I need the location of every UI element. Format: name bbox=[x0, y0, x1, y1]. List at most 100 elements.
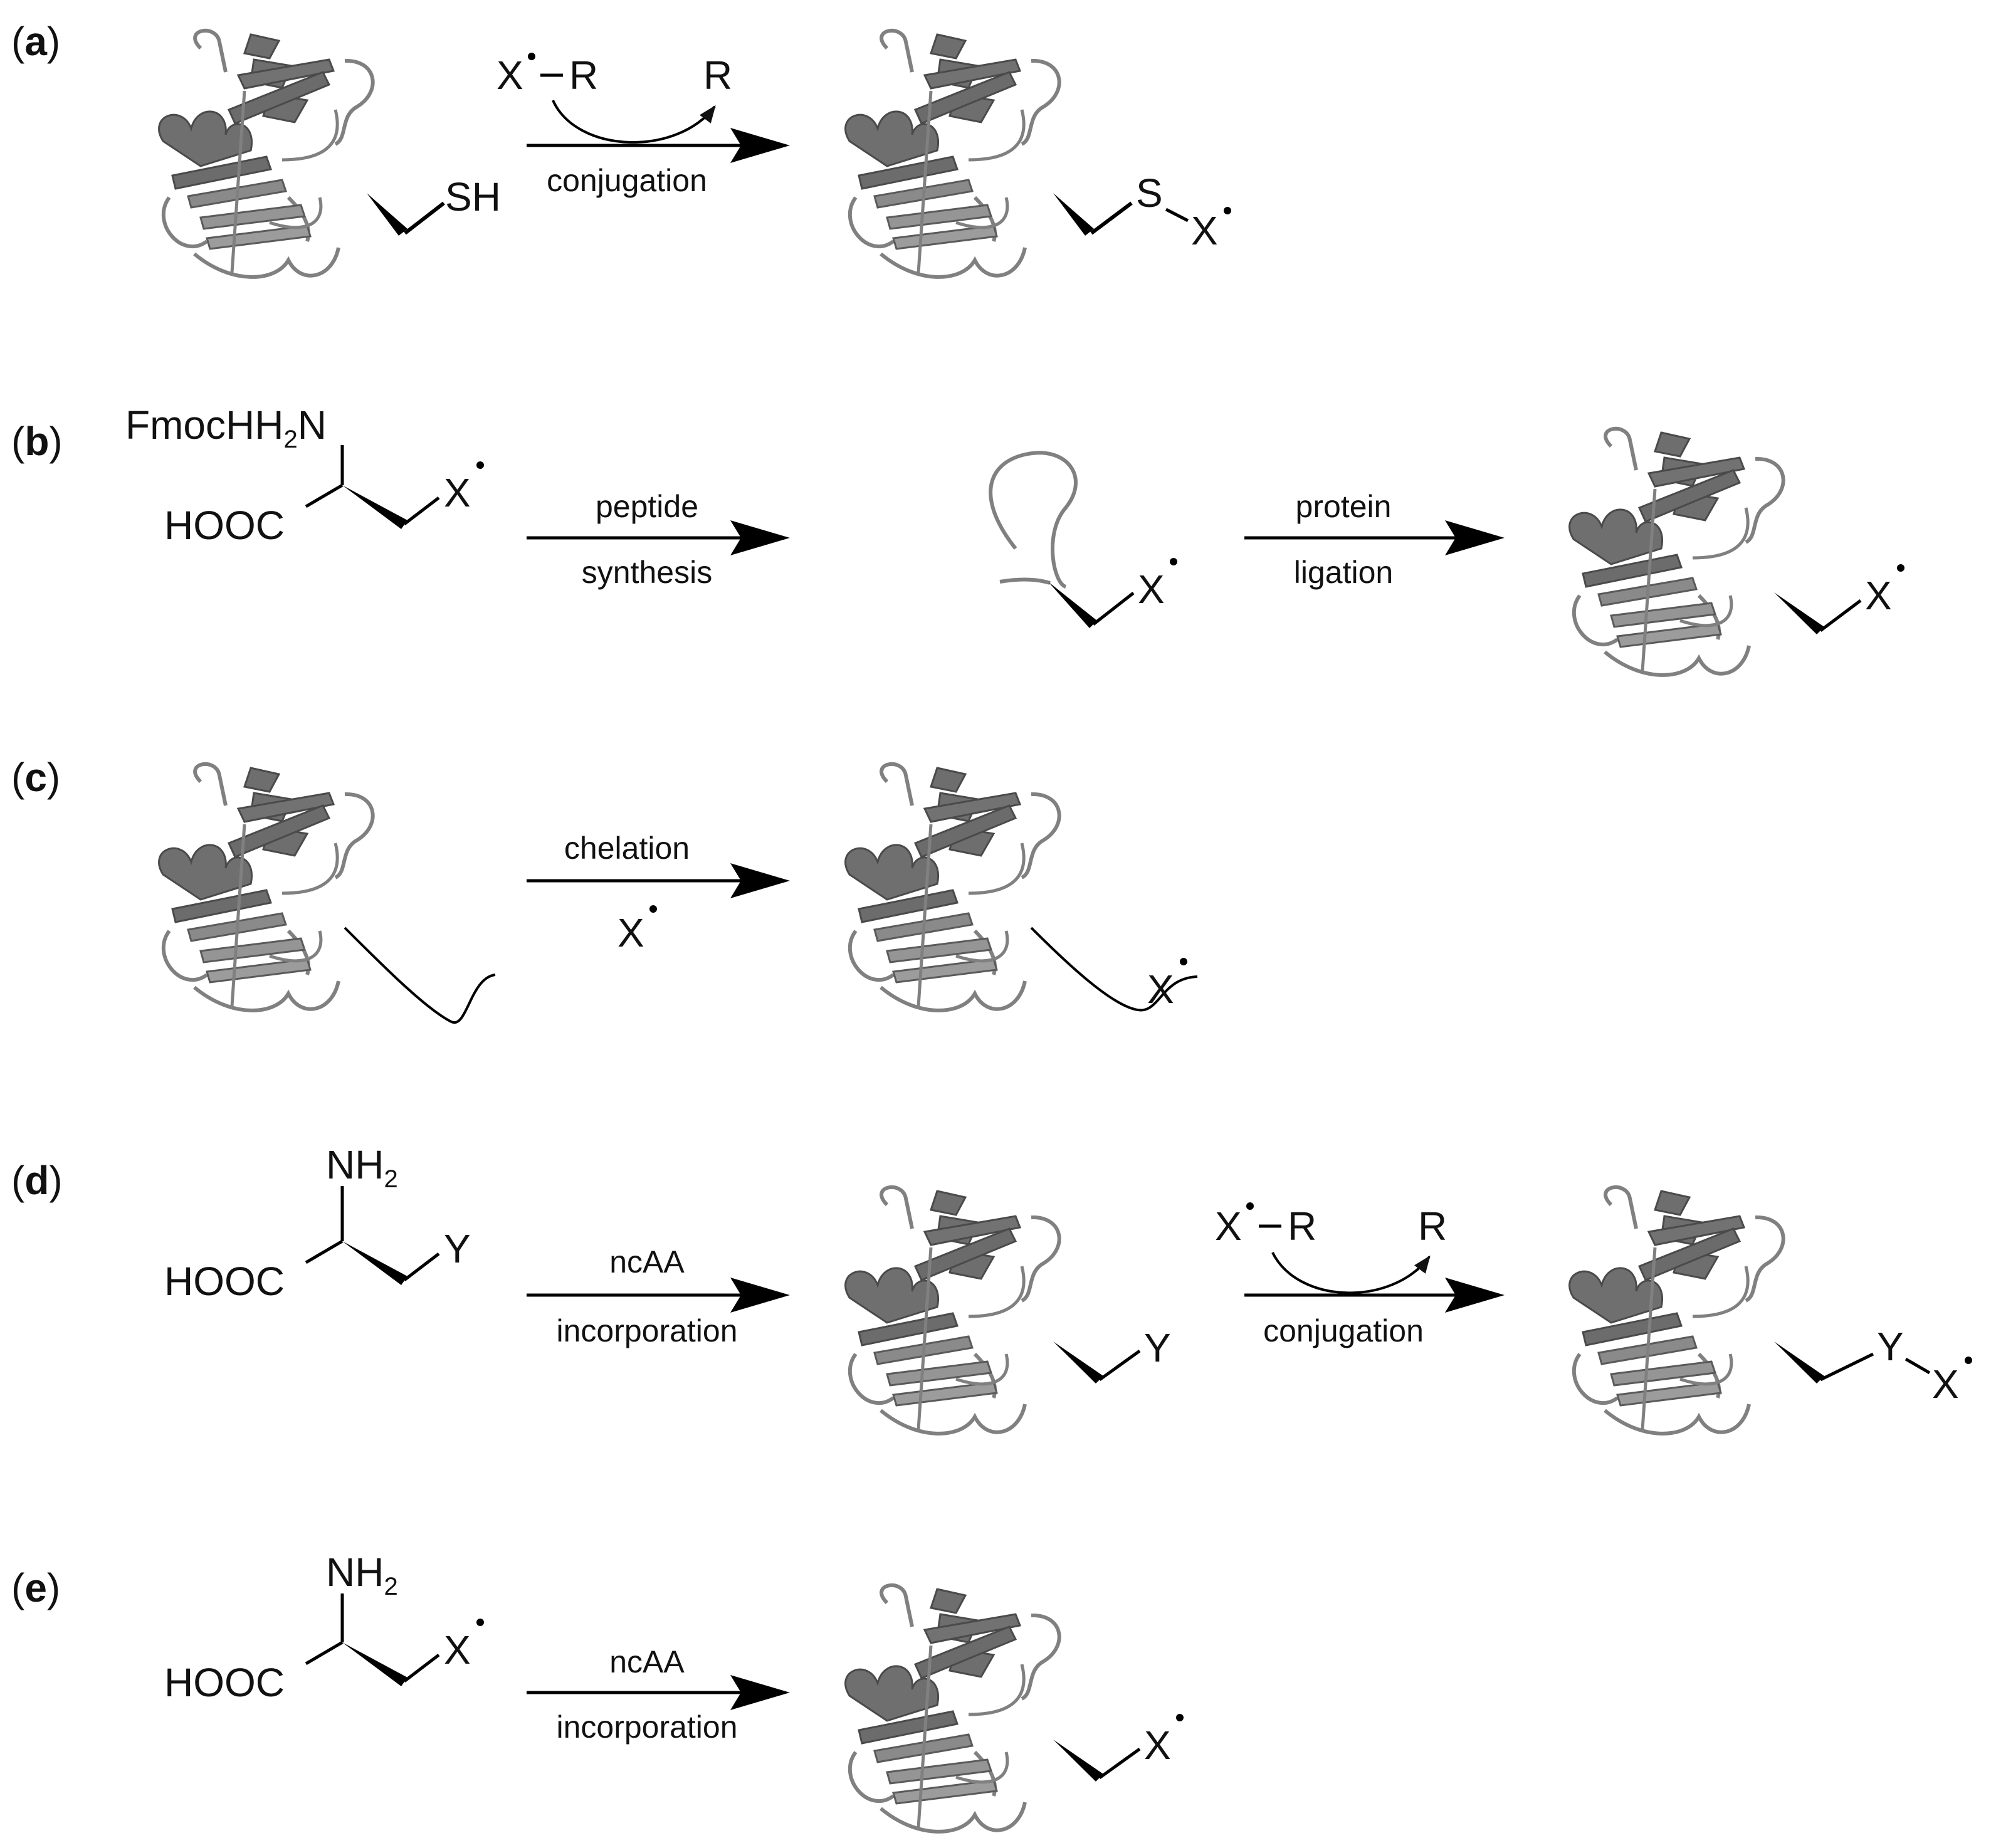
arrow-e-bottom: incorporation bbox=[556, 1709, 737, 1745]
bond-e-2 bbox=[1098, 1747, 1141, 1780]
bond-a-right-1 bbox=[1090, 201, 1133, 235]
hooc-label-d: HOOC bbox=[164, 1259, 285, 1304]
panel-label-e: (e) bbox=[11, 1565, 60, 1610]
curved-arrow-d bbox=[1271, 1252, 1431, 1294]
reaction-arrow-d-1-head bbox=[730, 1278, 790, 1313]
x-label-e-1: X bbox=[444, 1627, 471, 1672]
panel-e: (e) NH2 HOOC X ncAA incorporation X bbox=[11, 1550, 1184, 1832]
thiol-label: SH bbox=[445, 174, 501, 219]
bond-b-cooh bbox=[305, 483, 344, 508]
reagent-x-a: X bbox=[496, 53, 523, 98]
reaction-arrow-e-head bbox=[730, 1675, 790, 1710]
protein-ribbon-d-middle bbox=[846, 1187, 1059, 1434]
leaving-group-r-a: R bbox=[703, 53, 732, 98]
radical-dot-c-reagent bbox=[649, 905, 657, 913]
arrow-d-2-label: conjugation bbox=[1263, 1313, 1424, 1348]
x-label-d: X bbox=[1932, 1362, 1959, 1407]
wedge-e-1 bbox=[342, 1642, 407, 1686]
radical-dot-e-2 bbox=[1176, 1714, 1184, 1721]
protein-ribbon-d-right bbox=[1570, 1187, 1783, 1434]
panel-label-b: (b) bbox=[11, 419, 63, 464]
product-s-a: S bbox=[1136, 171, 1163, 216]
wedge-b-2 bbox=[1048, 582, 1097, 628]
radical-dot-e-1 bbox=[476, 1619, 484, 1626]
y-label-d-1: Y bbox=[444, 1226, 471, 1271]
arrow-d-1-top: ncAA bbox=[609, 1244, 685, 1279]
amine-label-d: NH2 bbox=[326, 1142, 398, 1193]
bond-d-3 bbox=[1819, 1352, 1874, 1382]
peptide-chain-b-tail bbox=[999, 577, 1051, 585]
product-x-a: X bbox=[1191, 208, 1218, 253]
radical-dot-d-reagent bbox=[1246, 1202, 1254, 1210]
x-label-b-1: X bbox=[444, 470, 471, 515]
protein-ribbon-a-right bbox=[846, 31, 1059, 277]
tail-c-right bbox=[1030, 927, 1198, 1012]
reagent-x-d: X bbox=[1215, 1204, 1242, 1249]
cysteine-wedge-a-left bbox=[367, 193, 407, 236]
bond-a-right-2 bbox=[1165, 207, 1189, 223]
wedge-d-3 bbox=[1774, 1341, 1824, 1383]
tail-c-left bbox=[344, 927, 496, 1024]
arrow-c-top: chelation bbox=[564, 831, 690, 866]
panel-b: (b) FmocHH2N HOOC X peptide synthesis X … bbox=[11, 402, 1904, 675]
arrow-b-2-bottom: ligation bbox=[1294, 555, 1393, 590]
bond-d-4 bbox=[1904, 1357, 1931, 1375]
panel-label-a: (a) bbox=[11, 19, 60, 64]
bond-b-3 bbox=[1819, 599, 1862, 632]
reagent-r-d: R bbox=[1288, 1204, 1316, 1249]
radical-dot-b-3 bbox=[1897, 564, 1904, 572]
radical-dot-c-product bbox=[1180, 958, 1187, 965]
arrow-e-top: ncAA bbox=[609, 1644, 685, 1679]
radical-dot-a-reagent bbox=[528, 53, 535, 60]
hooc-label-e: HOOC bbox=[164, 1660, 285, 1705]
reagent-r-a: R bbox=[569, 53, 598, 98]
protein-ribbon-b bbox=[1570, 429, 1783, 675]
protein-ribbon-a-left bbox=[159, 31, 373, 277]
panel-c: (c) chelation X X bbox=[11, 755, 1198, 1024]
reaction-arrow-b-2-head bbox=[1445, 520, 1505, 555]
bond-a-left bbox=[404, 201, 445, 235]
wedge-d-2 bbox=[1053, 1341, 1103, 1383]
panel-label-d: (d) bbox=[11, 1158, 63, 1203]
x-label-b-2: X bbox=[1138, 567, 1165, 612]
protein-ribbon-e bbox=[846, 1585, 1059, 1832]
arrow-c-bottom: X bbox=[617, 910, 644, 955]
bond-e-x bbox=[403, 1654, 440, 1683]
bond-d-2 bbox=[1098, 1349, 1141, 1382]
panel-d: (d) NH2 HOOC Y ncAA incorporation Y X R … bbox=[11, 1142, 1972, 1434]
bond-b-2 bbox=[1092, 592, 1135, 626]
wedge-b-3 bbox=[1774, 592, 1824, 634]
bond-b-x bbox=[403, 496, 440, 525]
reaction-arrow-a-head bbox=[730, 128, 790, 163]
reaction-arrow-b-1-head bbox=[730, 520, 790, 555]
hooc-label-b: HOOC bbox=[164, 503, 285, 548]
arrow-label-a: conjugation bbox=[547, 163, 707, 198]
y-label-d-2: Y bbox=[1144, 1325, 1171, 1370]
radical-dot-a-product bbox=[1224, 207, 1231, 214]
reaction-arrow-c-head bbox=[730, 863, 790, 898]
arrow-b-2-top: protein bbox=[1296, 489, 1392, 524]
wedge-b-1 bbox=[342, 485, 407, 529]
panel-label-c: (c) bbox=[11, 755, 60, 800]
radical-dot-d-product bbox=[1965, 1357, 1972, 1364]
leaving-group-r-d: R bbox=[1418, 1204, 1447, 1249]
panel-a: (a) SH X R R conjugation S X bbox=[11, 19, 1231, 277]
bond-e-cooh bbox=[305, 1641, 344, 1666]
arrow-b-1-top: peptide bbox=[596, 489, 698, 524]
reaction-arrow-d-2-head bbox=[1445, 1278, 1505, 1313]
curved-arrow-a bbox=[552, 100, 716, 144]
protein-ribbon-c-right bbox=[846, 764, 1059, 1011]
protein-ribbon-c-left bbox=[159, 764, 373, 1011]
cysteine-wedge-a-right bbox=[1053, 193, 1094, 236]
bond-d-cooh bbox=[305, 1239, 344, 1264]
radical-dot-b-2 bbox=[1170, 558, 1177, 565]
y-label-d-3: Y bbox=[1877, 1324, 1904, 1369]
wedge-d-1 bbox=[342, 1241, 407, 1285]
peptide-chain-b bbox=[989, 451, 1078, 589]
arrow-d-1-bottom: incorporation bbox=[556, 1313, 737, 1348]
x-label-e-2: X bbox=[1144, 1723, 1171, 1768]
bond-d-y bbox=[403, 1252, 440, 1281]
arrow-b-1-bottom: synthesis bbox=[582, 555, 712, 590]
radical-dot-b-1 bbox=[476, 461, 484, 469]
